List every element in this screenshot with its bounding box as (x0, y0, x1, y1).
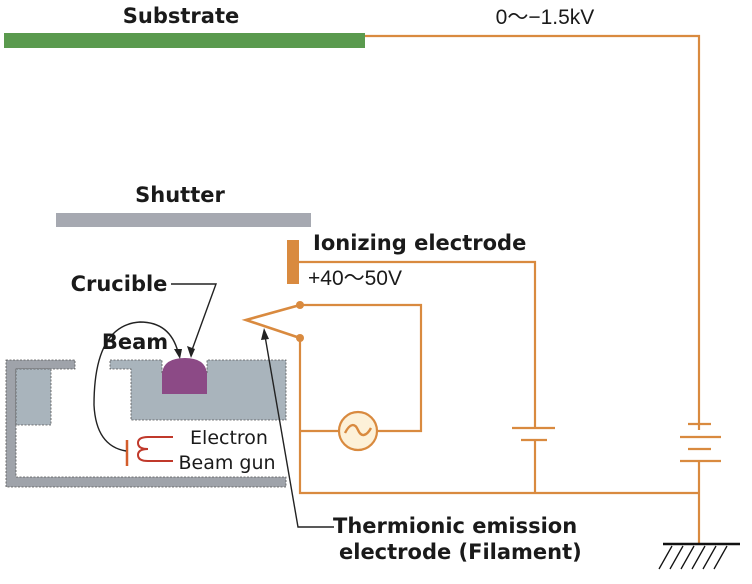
filament-arrowhead (261, 328, 269, 340)
ionizing-voltage-label: +40～50V (308, 267, 402, 290)
electron-gun-label-bg (176, 426, 280, 476)
filament-v (241, 303, 301, 340)
filament-wire-bottom (298, 338, 699, 495)
ionizing-battery-icon (512, 426, 555, 442)
ground-icon (658, 542, 740, 570)
ionizing-electrode-plate (287, 240, 299, 284)
bias-battery-icon (680, 422, 721, 463)
substrate-plate (4, 33, 365, 48)
ionizing-wire (299, 260, 537, 428)
ionizing-electrode-label: Ionizing electrode (313, 231, 526, 255)
ac-source-icon (337, 410, 379, 452)
filament-pointer (264, 335, 334, 528)
crucible-arrowhead (187, 346, 195, 358)
shutter-label: Shutter (135, 183, 225, 207)
substrate-label: Substrate (123, 4, 239, 28)
electron-gun-coil (125, 436, 173, 466)
bias-voltage-label: 0～−1.5kV (496, 6, 595, 29)
filament-label-line2: electrode (Filament) (339, 540, 582, 564)
electron-gun-label-line1: Electron (190, 427, 268, 449)
beam-label: Beam (102, 330, 168, 354)
bias-wire-top (365, 34, 701, 430)
filament-wire-top (300, 303, 423, 433)
filament-label-line1: Thermionic emission (333, 514, 577, 538)
electron-gun-label-line2: Beam gun (178, 452, 275, 474)
beam-arrowhead (174, 349, 182, 359)
shutter-plate (56, 213, 311, 227)
crucible-pointer (171, 283, 217, 351)
crucible-material (162, 358, 207, 394)
beam-path (93, 321, 179, 452)
crucible-label: Crucible (71, 272, 168, 296)
